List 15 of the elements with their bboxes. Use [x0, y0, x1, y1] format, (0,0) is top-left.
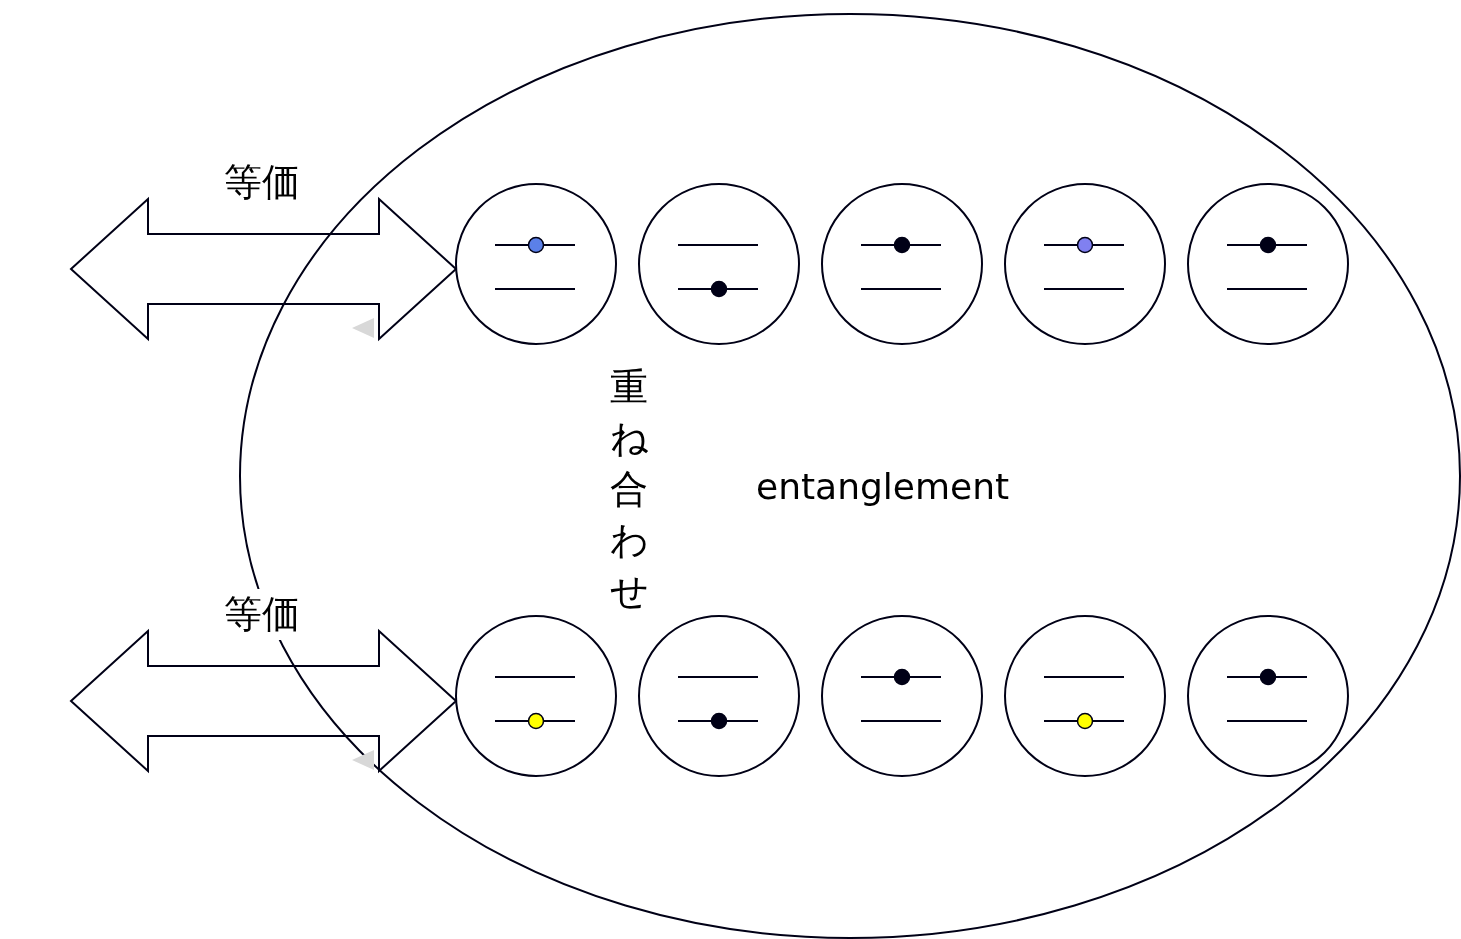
node-label: entanglement: [756, 466, 1010, 507]
edge-label: 等価: [223, 589, 300, 640]
qubit-circle: [1186, 182, 1350, 346]
qubit-circle: [1003, 182, 1167, 346]
qubit-circle: [454, 614, 618, 778]
qubit-circle: [1003, 614, 1167, 778]
vertical-text: 重ね合わせ: [610, 364, 650, 615]
qubit-circle: [1186, 614, 1350, 778]
qubit-circle: [454, 182, 618, 346]
qubit-circle: [820, 614, 984, 778]
qubit-circle: [637, 182, 801, 346]
qubit-circle: [637, 614, 801, 778]
double-arrow: [69, 196, 458, 342]
qubit-circle: [820, 182, 984, 346]
double-arrow: [69, 628, 458, 774]
